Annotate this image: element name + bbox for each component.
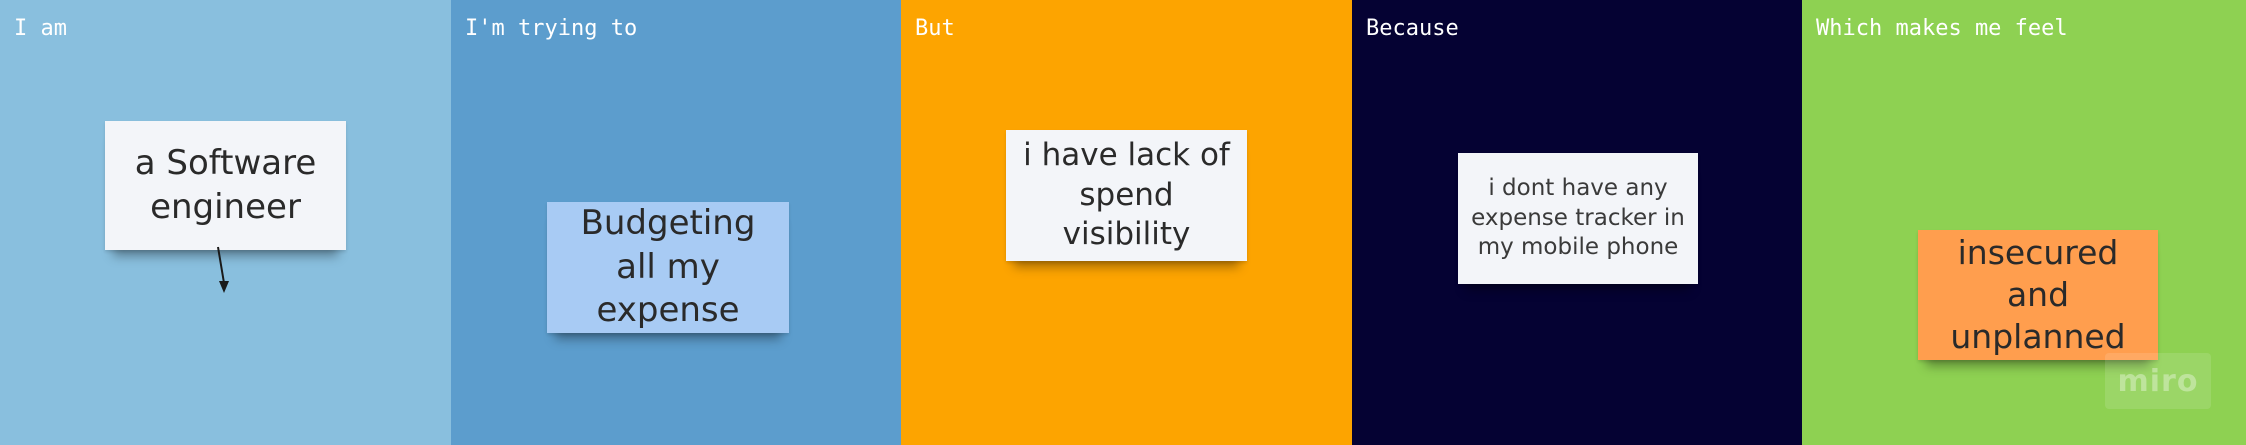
sticky-note-text: i have lack of spend visibility bbox=[1023, 137, 1230, 253]
sticky-note-text: i dont have any expense tracker in my mo… bbox=[1471, 175, 1685, 261]
column-i-am: I am a Software engineer bbox=[0, 0, 451, 445]
column-title: I'm trying to bbox=[465, 16, 638, 41]
sticky-note-text: insecured and unplanned bbox=[1950, 232, 2126, 357]
column-makes-me-feel: Which makes me feel insecured and unplan… bbox=[1802, 0, 2246, 445]
sticky-note[interactable]: i have lack of spend visibility bbox=[1006, 130, 1247, 261]
column-trying-to: I'm trying to Budgeting all my expense bbox=[451, 0, 901, 445]
sticky-note[interactable]: i dont have any expense tracker in my mo… bbox=[1458, 153, 1698, 284]
miro-logo-text: miro bbox=[2117, 363, 2199, 399]
sticky-note[interactable]: insecured and unplanned bbox=[1918, 230, 2158, 360]
sticky-note-text: Budgeting all my expense bbox=[580, 203, 756, 331]
sticky-note[interactable]: a Software engineer bbox=[105, 121, 346, 250]
column-title: But bbox=[915, 16, 955, 41]
column-but: But i have lack of spend visibility bbox=[901, 0, 1352, 445]
mouse-cursor-icon bbox=[217, 246, 229, 293]
column-because: Because i dont have any expense tracker … bbox=[1352, 0, 1802, 445]
column-title: Which makes me feel bbox=[1816, 16, 2068, 41]
miro-logo: miro bbox=[2105, 353, 2211, 409]
column-title: Because bbox=[1366, 16, 1459, 41]
sticky-note[interactable]: Budgeting all my expense bbox=[547, 202, 789, 333]
column-title: I am bbox=[14, 16, 67, 41]
sticky-note-text: a Software engineer bbox=[134, 142, 317, 227]
